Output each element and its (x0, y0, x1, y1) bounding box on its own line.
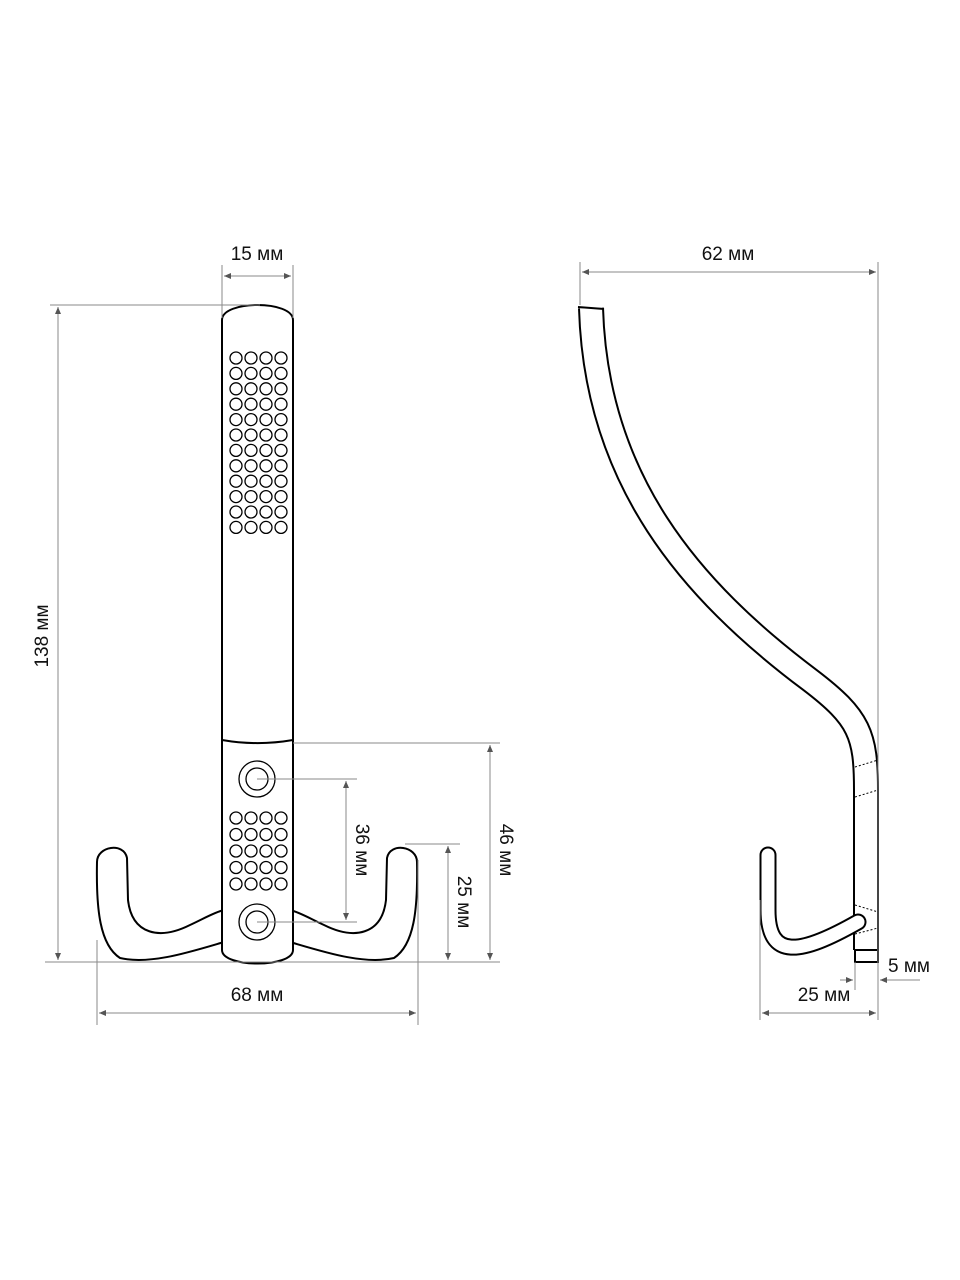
decor-dot (244, 811, 258, 825)
decor-dot (274, 382, 288, 396)
decor-dot (274, 428, 288, 442)
dimension-label-62: 62 мм (702, 244, 755, 265)
dimension-label-46: 46 мм (495, 824, 516, 877)
decor-dot (259, 351, 273, 365)
decor-dot (244, 474, 258, 488)
decor-dot (229, 428, 243, 442)
decor-dot (259, 844, 273, 858)
dimension-plate: 5 мм (840, 956, 930, 990)
decor-dot (259, 811, 273, 825)
decor-dot (244, 505, 258, 519)
decor-dot (229, 520, 243, 535)
mounting-plate (854, 949, 879, 963)
dimension-label-25: 25 мм (453, 876, 474, 929)
front-view: 138 мм 15 мм 68 мм 36 мм 25 мм (32, 244, 516, 1025)
decor-dot (259, 877, 273, 891)
decor-dot (259, 382, 273, 396)
left-hook (95, 847, 225, 961)
decor-dot (244, 489, 258, 504)
dimension-hook-height: 25 мм (405, 843, 474, 960)
decor-dot (274, 412, 288, 427)
decor-dot (274, 811, 288, 825)
decor-dot (259, 459, 273, 473)
decor-dot (274, 474, 288, 488)
decor-dot (229, 844, 243, 858)
decor-dot (274, 505, 288, 519)
decor-dot (274, 459, 288, 473)
decor-dot (259, 474, 273, 488)
dimension-label-5: 5 мм (888, 956, 930, 977)
decor-dot (259, 397, 273, 411)
dimension-depth: 62 мм (579, 244, 879, 1020)
decor-dot (274, 397, 288, 411)
decor-dot (274, 489, 288, 504)
decor-dot (229, 351, 243, 365)
right-hook (289, 847, 419, 961)
dimension-hook-depth: 25 мм (759, 900, 876, 1020)
decor-dot (244, 382, 258, 396)
decor-dot (229, 474, 243, 488)
decor-dot (259, 505, 273, 519)
decor-dot (259, 489, 273, 504)
decor-dot (229, 412, 243, 427)
decor-dot (229, 459, 243, 473)
dimension-lower-part: 46 мм (293, 742, 516, 960)
decor-dot (259, 412, 273, 427)
decor-dot (229, 811, 243, 825)
dimension-label-68: 68 мм (231, 985, 284, 1006)
decor-dot (259, 428, 273, 442)
decor-dot (229, 505, 243, 519)
decor-dots-lower (229, 811, 288, 891)
decor-dot (244, 844, 258, 858)
decor-dot (259, 860, 273, 875)
decor-dot (244, 428, 258, 442)
decor-dot (274, 827, 288, 842)
decor-dot (229, 366, 243, 381)
dimension-label-15: 15 мм (231, 244, 284, 265)
decor-dot (274, 877, 288, 891)
decor-dot (244, 520, 258, 535)
dimension-label-25-side: 25 мм (798, 985, 851, 1006)
decor-dot (229, 489, 243, 504)
decor-dot (259, 827, 273, 842)
decor-dot (229, 397, 243, 411)
decor-dot (274, 366, 288, 381)
decor-dot (274, 351, 288, 365)
decor-dot (229, 827, 243, 842)
decor-dot (244, 351, 258, 365)
dimension-height: 138 мм (32, 304, 500, 963)
decor-dot (244, 877, 258, 891)
decor-dot (274, 844, 288, 858)
decor-dot (274, 520, 288, 535)
decor-dot (244, 366, 258, 381)
decor-dot (229, 860, 243, 875)
dimension-screw-spacing: 36 мм (257, 778, 372, 923)
dimension-label-138: 138 мм (32, 604, 53, 667)
decor-dot (244, 459, 258, 473)
decor-dot (244, 412, 258, 427)
dimension-label-36: 36 мм (351, 824, 372, 877)
decor-dot (244, 443, 258, 458)
dimension-width: 15 мм (221, 244, 294, 318)
dimension-span: 68 мм (96, 860, 419, 1025)
decor-dot (259, 366, 273, 381)
decor-dot (274, 443, 288, 458)
decor-dot (229, 382, 243, 396)
decor-dot (259, 443, 273, 458)
decor-dot (244, 827, 258, 842)
side-view: 62 мм 5 мм 25 мм (577, 244, 930, 1020)
decor-dot (244, 397, 258, 411)
decor-dot (259, 520, 273, 535)
decor-dot (229, 877, 243, 891)
decor-dot (274, 860, 288, 875)
decor-dots-upper (229, 351, 288, 535)
decor-dot (229, 443, 243, 458)
decor-dot (244, 860, 258, 875)
